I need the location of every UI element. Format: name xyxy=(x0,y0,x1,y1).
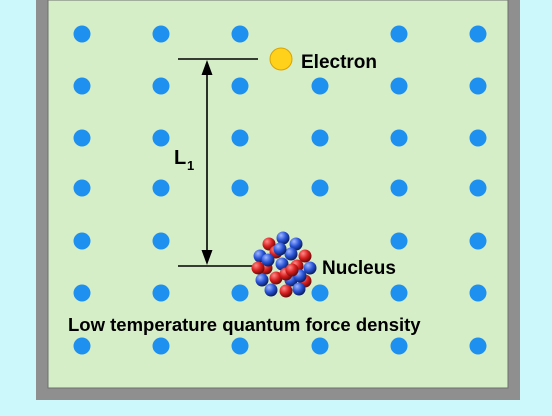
field-dot xyxy=(73,232,91,250)
nucleus-proton xyxy=(269,271,283,285)
field-dot xyxy=(73,179,91,197)
nucleus-neutron xyxy=(284,247,298,261)
field-dot xyxy=(152,77,170,95)
distance-label: L xyxy=(174,147,186,169)
caption-label: Low temperature quantum force density xyxy=(68,314,421,335)
nucleus-neutron xyxy=(289,237,303,251)
nucleus-neutron xyxy=(255,273,269,287)
field-dot xyxy=(231,77,249,95)
field-dot xyxy=(469,232,487,250)
field-dot xyxy=(311,129,329,147)
field-dot xyxy=(231,337,249,355)
nucleus-proton xyxy=(298,249,312,263)
field-dot xyxy=(152,232,170,250)
nucleus-neutron xyxy=(303,261,317,275)
distance-arrow-head-down xyxy=(201,250,213,265)
field-dot xyxy=(152,284,170,302)
field-dot xyxy=(390,232,408,250)
field-dot xyxy=(231,179,249,197)
field-dot xyxy=(311,77,329,95)
nucleus-neutron xyxy=(273,242,287,256)
nucleus-proton xyxy=(251,261,265,275)
nucleus-proton xyxy=(285,263,299,277)
field-dot xyxy=(231,284,249,302)
nucleus-neutron xyxy=(292,282,306,296)
nucleus-label: Nucleus xyxy=(322,258,396,279)
nucleus-neutron xyxy=(261,253,275,267)
field-dot xyxy=(390,25,408,43)
nucleus-neutron xyxy=(275,257,289,271)
field-dot xyxy=(152,25,170,43)
field-dot xyxy=(231,129,249,147)
field-dot xyxy=(73,284,91,302)
field-dot xyxy=(390,337,408,355)
field-dot xyxy=(469,179,487,197)
field-dot xyxy=(469,25,487,43)
field-dot xyxy=(469,284,487,302)
field-dot xyxy=(390,179,408,197)
nucleus-neutron xyxy=(276,231,290,245)
electron-label: Electron xyxy=(301,52,377,73)
field-dot xyxy=(390,284,408,302)
field-dot xyxy=(152,129,170,147)
field-dot xyxy=(73,77,91,95)
distance-subscript: 1 xyxy=(187,158,194,173)
nucleus-proton xyxy=(279,284,293,298)
field-dot xyxy=(73,337,91,355)
field-dot xyxy=(311,337,329,355)
field-dot xyxy=(311,179,329,197)
electron-particle xyxy=(269,47,293,71)
field-dot xyxy=(469,337,487,355)
field-dot-lattice xyxy=(73,25,487,355)
distance-arrow-head-up xyxy=(201,60,213,75)
field-dot xyxy=(469,77,487,95)
field-dot xyxy=(311,284,329,302)
nucleus-neutron xyxy=(264,283,278,297)
field-dot xyxy=(152,337,170,355)
field-dot xyxy=(469,129,487,147)
field-dot xyxy=(73,129,91,147)
nucleus-particle xyxy=(251,231,317,298)
field-dot xyxy=(73,25,91,43)
field-dot xyxy=(390,77,408,95)
field-dot xyxy=(390,129,408,147)
field-dot xyxy=(152,179,170,197)
field-dot xyxy=(231,25,249,43)
distance-marker xyxy=(178,58,258,267)
